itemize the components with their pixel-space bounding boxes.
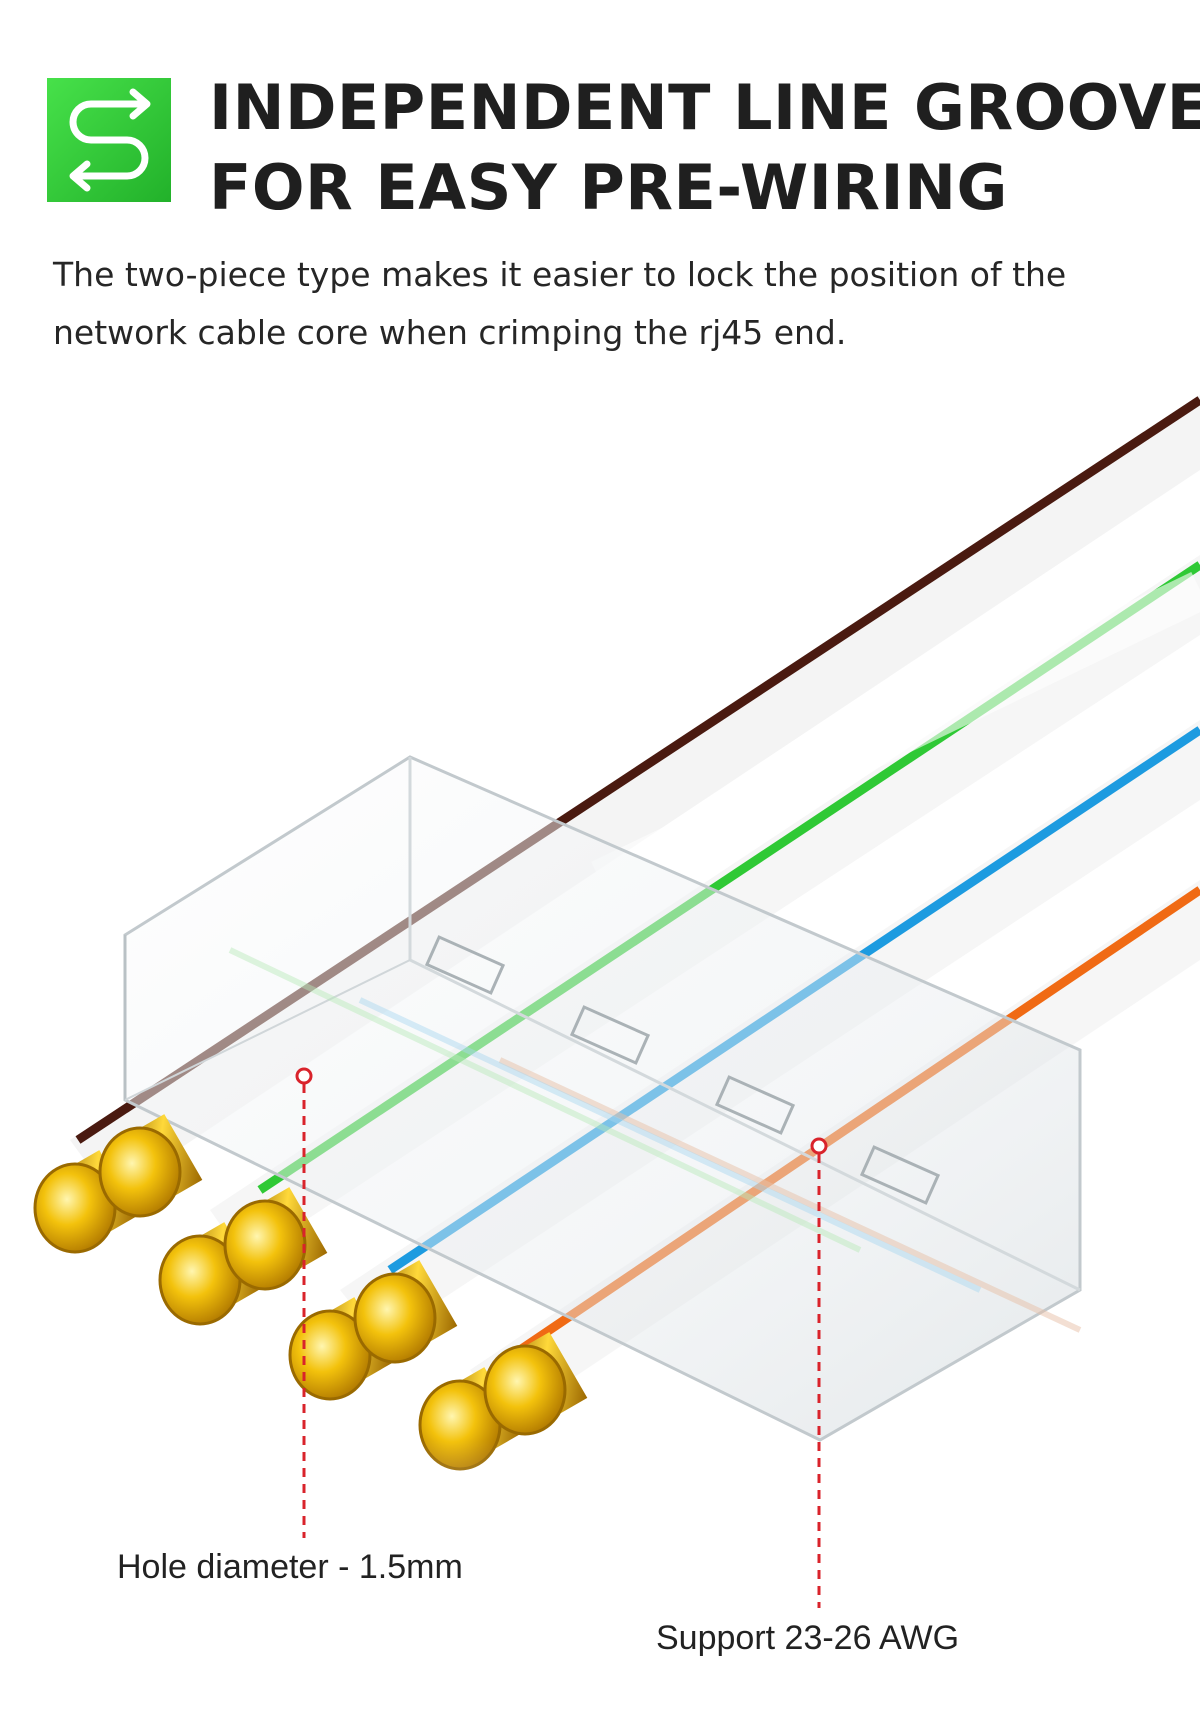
rj45-connector-illustration xyxy=(0,395,1200,1736)
description: The two-piece type makes it easier to lo… xyxy=(53,246,1163,362)
description-line-2: network cable core when crimping the rj4… xyxy=(53,313,847,352)
reflection-fade xyxy=(0,1440,1200,1736)
headline-line-1: INDEPENDENT LINE GROOVE xyxy=(209,71,1200,144)
header: INDEPENDENT LINE GROOVE FOR EASY PRE-WIR… xyxy=(47,68,1200,224)
headline-line-2: FOR EASY PRE-WIRING xyxy=(209,151,1008,224)
wire-gauge-marker xyxy=(810,1137,828,1608)
description-line-1: The two-piece type makes it easier to lo… xyxy=(53,255,1067,294)
logo-badge xyxy=(47,78,171,202)
hole-diameter-marker xyxy=(295,1067,313,1538)
gold-contacts xyxy=(33,1114,588,1471)
headline: INDEPENDENT LINE GROOVE FOR EASY PRE-WIR… xyxy=(209,68,1200,228)
wire-gauge-label: Support 23-26 AWG xyxy=(656,1619,960,1657)
s-curve-arrows-icon xyxy=(69,88,151,192)
connector-housing xyxy=(123,755,1082,1442)
hole-diameter-label: Hole diameter - 1.5mm xyxy=(117,1548,463,1586)
